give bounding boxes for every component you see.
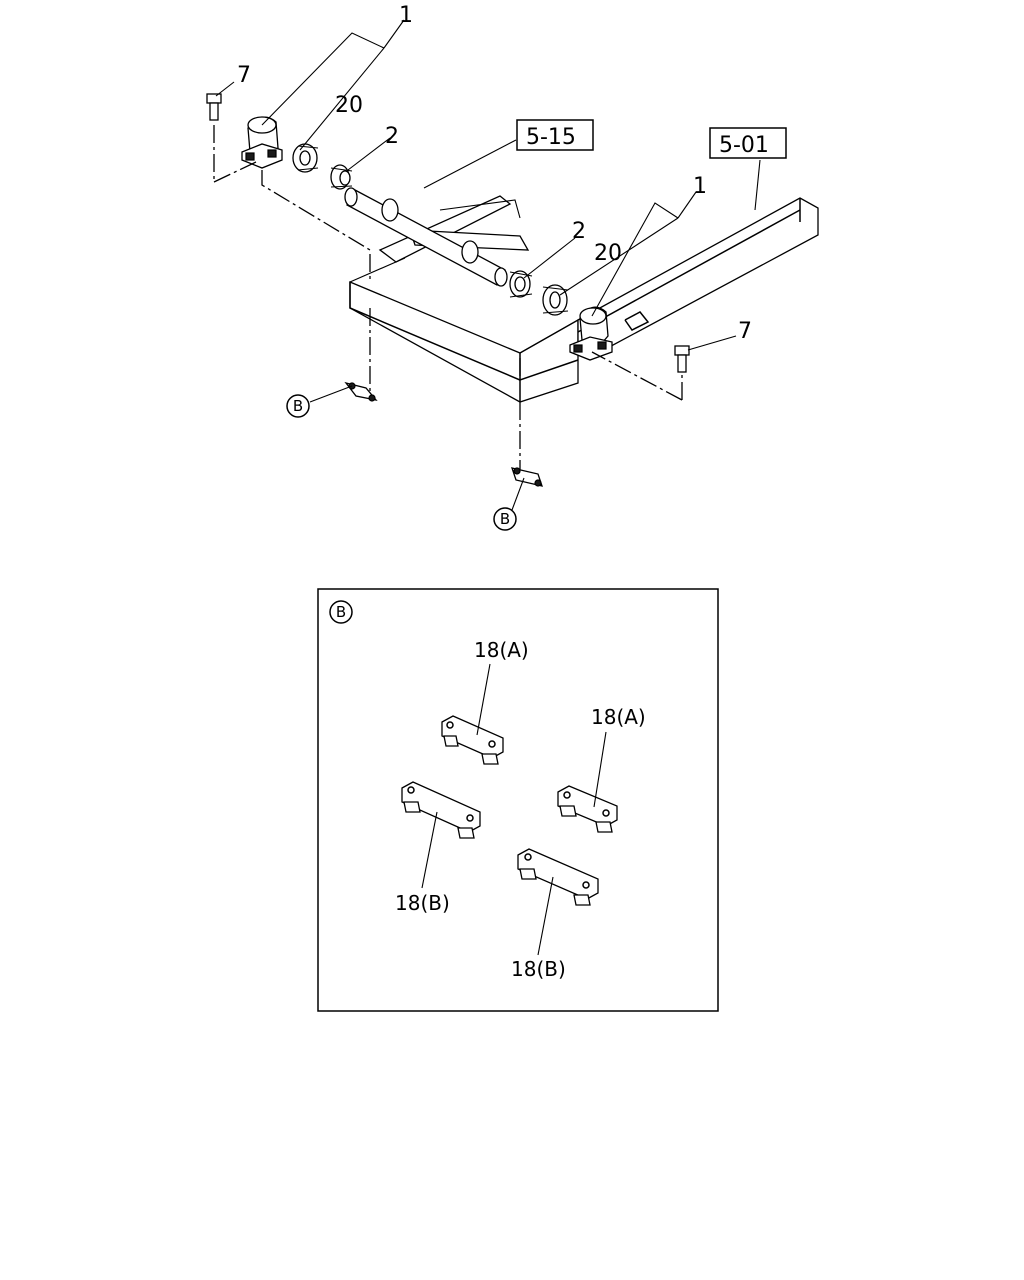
left-bushing-2 xyxy=(330,164,353,190)
label-18a-top: 18(A) xyxy=(474,638,529,662)
plate-b-bottom xyxy=(511,467,543,487)
ref-5-15-label: 5-15 xyxy=(526,125,576,150)
left-clamp xyxy=(241,116,283,169)
right-clamp xyxy=(569,306,613,361)
plate-18b-left xyxy=(401,781,481,839)
detail-panel-marker-label: B xyxy=(336,603,346,621)
callout-1-left: 1 xyxy=(399,3,413,28)
plate-b-left xyxy=(344,381,378,402)
bolt-7-right xyxy=(674,345,690,373)
bolt-7-left xyxy=(206,93,222,121)
label-18b-left: 18(B) xyxy=(395,891,450,915)
ref-5-01-label: 5-01 xyxy=(719,133,769,158)
callout-1-right: 1 xyxy=(693,174,707,199)
leader-18a-top xyxy=(476,663,491,736)
detail-panel-b: B xyxy=(317,588,719,1012)
detail-panel-frame xyxy=(317,588,719,1012)
assembly-lines xyxy=(213,125,683,470)
plate-18b-bottom xyxy=(517,848,599,906)
side-rail xyxy=(577,197,819,353)
callout-7-right: 7 xyxy=(738,319,752,344)
exploded-assembly: 1 20 2 7 1 20 2 7 5-15 5-01 B B xyxy=(206,3,819,531)
callout-2-left: 2 xyxy=(385,124,399,149)
plate-18a-top xyxy=(441,715,504,765)
detail-marker-b-left-label: B xyxy=(293,397,303,415)
crossmember-frame xyxy=(349,257,579,403)
callout-20-right: 20 xyxy=(594,241,622,266)
leader-18b-left xyxy=(421,811,438,889)
detail-marker-b-left: B xyxy=(286,394,310,418)
right-bushing-20 xyxy=(542,284,569,316)
label-18a-right: 18(A) xyxy=(591,705,646,729)
detail-marker-b-bottom-label: B xyxy=(500,510,510,528)
leader-lines xyxy=(215,19,761,511)
callout-7-left: 7 xyxy=(237,63,251,88)
leader-18b-bottom xyxy=(537,876,554,956)
stabilizer-tube xyxy=(344,187,508,287)
callout-20-left: 20 xyxy=(335,93,363,118)
detail-panel-marker: B xyxy=(329,600,353,624)
ref-box-5-01: 5-01 xyxy=(709,127,787,159)
label-18b-bottom: 18(B) xyxy=(511,957,566,981)
ref-box-5-15: 5-15 xyxy=(516,119,594,151)
left-bushing-20 xyxy=(292,143,319,173)
callout-2-right: 2 xyxy=(572,219,586,244)
detail-marker-b-bottom: B xyxy=(493,507,517,531)
plate-18a-right xyxy=(557,785,618,833)
leader-18a-right xyxy=(593,731,607,808)
